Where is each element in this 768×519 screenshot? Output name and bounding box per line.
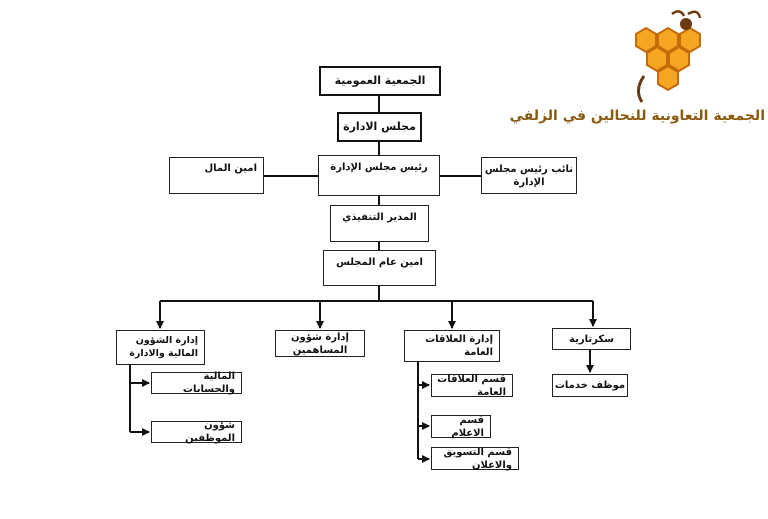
secretariat-box: سكرتارية bbox=[552, 328, 631, 350]
shareholders-department-box: إدارة شؤون المساهمين bbox=[275, 330, 365, 357]
executive-director-label: المدير التنفيذي bbox=[342, 212, 417, 223]
accounts-unit-label: المالية والحسابات bbox=[182, 371, 235, 395]
media-section-box: قسم الاعلام bbox=[431, 414, 491, 439]
vice-chairman-box: نائب رئيس مجلس الإدارة bbox=[481, 157, 577, 194]
marketing-section-label: قسم التسويق والاعلان bbox=[443, 446, 512, 471]
chairman-label: رئيس مجلس الإدارة bbox=[330, 162, 428, 173]
bee-honeycomb-logo-icon bbox=[635, 10, 702, 103]
public-relations-department-box: إدارة العلاقات العامة bbox=[404, 330, 500, 362]
services-employee-label: موظف خدمات bbox=[554, 380, 626, 391]
accounts-unit-box: المالية والحسابات bbox=[151, 371, 242, 395]
board-box: مجلس الادارة bbox=[337, 112, 422, 142]
pr-section-label: قسم العلاقات العامة bbox=[437, 373, 506, 398]
treasurer-box: امين المال bbox=[169, 157, 264, 194]
organization-name-logo-text: الجمعية التعاونية للنحالين في الزلفي bbox=[509, 108, 765, 124]
services-employee-box: موظف خدمات bbox=[552, 374, 628, 397]
finance-admin-department-box: إدارة الشؤون المالية والادارة bbox=[116, 330, 205, 365]
personnel-unit-box: شؤون الموظفين bbox=[151, 420, 242, 444]
general-assembly-label: الجمعية العمومية bbox=[334, 73, 426, 87]
finance-admin-department-label: إدارة الشؤون المالية والادارة bbox=[129, 335, 198, 359]
treasurer-label: امين المال bbox=[204, 163, 258, 174]
vice-chairman-label: نائب رئيس مجلس الإدارة bbox=[484, 164, 574, 188]
media-section-label: قسم الاعلام bbox=[451, 414, 484, 439]
board-label: مجلس الادارة bbox=[343, 119, 416, 133]
pr-section-box: قسم العلاقات العامة bbox=[431, 373, 513, 398]
secretary-general-label: امين عام المجلس bbox=[336, 257, 423, 268]
chairman-box: رئيس مجلس الإدارة bbox=[318, 155, 440, 196]
public-relations-department-label: إدارة العلاقات العامة bbox=[425, 334, 493, 358]
personnel-unit-label: شؤون الموظفين bbox=[185, 420, 235, 444]
secretary-general-box: امين عام المجلس bbox=[323, 250, 436, 286]
marketing-section-box: قسم التسويق والاعلان bbox=[431, 446, 519, 471]
shareholders-department-label: إدارة شؤون المساهمين bbox=[291, 331, 349, 356]
executive-director-box: المدير التنفيذي bbox=[330, 205, 429, 242]
secretariat-label: سكرتارية bbox=[569, 333, 614, 345]
general-assembly-box: الجمعية العمومية bbox=[319, 66, 441, 96]
